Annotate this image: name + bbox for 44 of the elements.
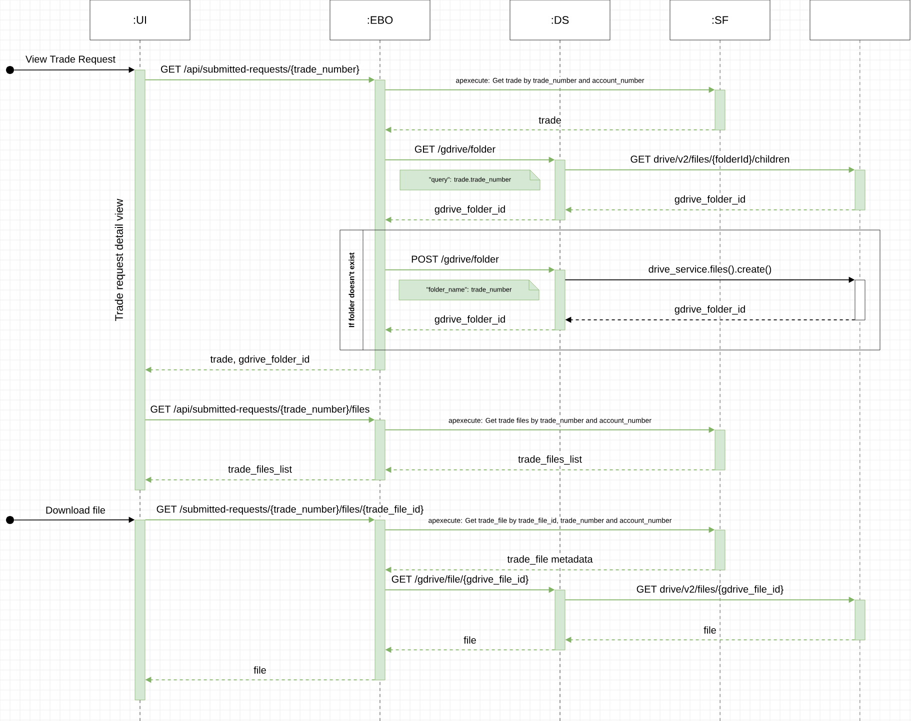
edge-label: gdrive_folder_id bbox=[673, 304, 747, 316]
participant-box: :EBO bbox=[330, 0, 430, 40]
edge-label: file bbox=[252, 665, 268, 675]
edge-label: file bbox=[702, 625, 718, 635]
edge-label: drive_service.files().create() bbox=[647, 264, 773, 276]
activation-bar bbox=[554, 590, 566, 650]
edge-label: gdrive_folder_id bbox=[433, 204, 507, 216]
activation-bar bbox=[374, 520, 386, 680]
edge-label: trade_file metadata bbox=[506, 554, 594, 566]
start-dot bbox=[6, 516, 14, 524]
activation-bar bbox=[854, 600, 866, 640]
edge-label: GET /submitted-requests/{trade_number}/files/{trade_file_id} bbox=[155, 504, 425, 516]
edge-label: Download file bbox=[44, 505, 107, 515]
edge-label: gdrive_folder_id bbox=[433, 314, 507, 326]
activation-bar bbox=[374, 80, 386, 370]
activation-bar bbox=[554, 160, 566, 220]
activation-bar bbox=[714, 430, 726, 470]
edge-label: trade_files_list bbox=[227, 464, 293, 476]
edge-label: GET /gdrive/folder bbox=[413, 144, 497, 156]
participant-box bbox=[810, 0, 910, 40]
edge-label: GET /api/submitted-requests/{trade_number}/files bbox=[149, 404, 371, 416]
activation-bar bbox=[374, 420, 386, 480]
edge-label: GET drive/v2/files/{folderId}/children bbox=[629, 154, 791, 166]
edge-label: trade_files_list bbox=[517, 454, 583, 466]
activation-bar bbox=[854, 280, 866, 320]
edge-label: GET /gdrive/file/{gdrive_file_id} bbox=[390, 574, 530, 586]
participant-box: :SF bbox=[670, 0, 770, 40]
participant-box: :DS bbox=[510, 0, 610, 40]
activation-bar bbox=[854, 170, 866, 210]
edge-label: trade bbox=[538, 115, 562, 125]
edge-label: View Trade Request bbox=[24, 54, 117, 66]
start-dot bbox=[6, 66, 14, 74]
edge-label: GET /api/submitted-requests/{trade_number} bbox=[160, 64, 360, 76]
edge-label: file bbox=[462, 635, 478, 645]
activation-bar bbox=[134, 520, 146, 700]
edge-label: POST /gdrive/folder bbox=[410, 254, 500, 266]
activation-bar bbox=[714, 530, 726, 570]
activation-bar bbox=[554, 270, 566, 330]
activation-bar bbox=[714, 90, 726, 130]
edge-label: gdrive_folder_id bbox=[673, 194, 747, 206]
activation-bar bbox=[134, 70, 146, 490]
participant-box: :UI bbox=[90, 0, 190, 40]
edge-label: GET drive/v2/files/{gdrive_file_id} bbox=[635, 584, 785, 596]
edge-label: trade, gdrive_folder_id bbox=[209, 354, 311, 366]
